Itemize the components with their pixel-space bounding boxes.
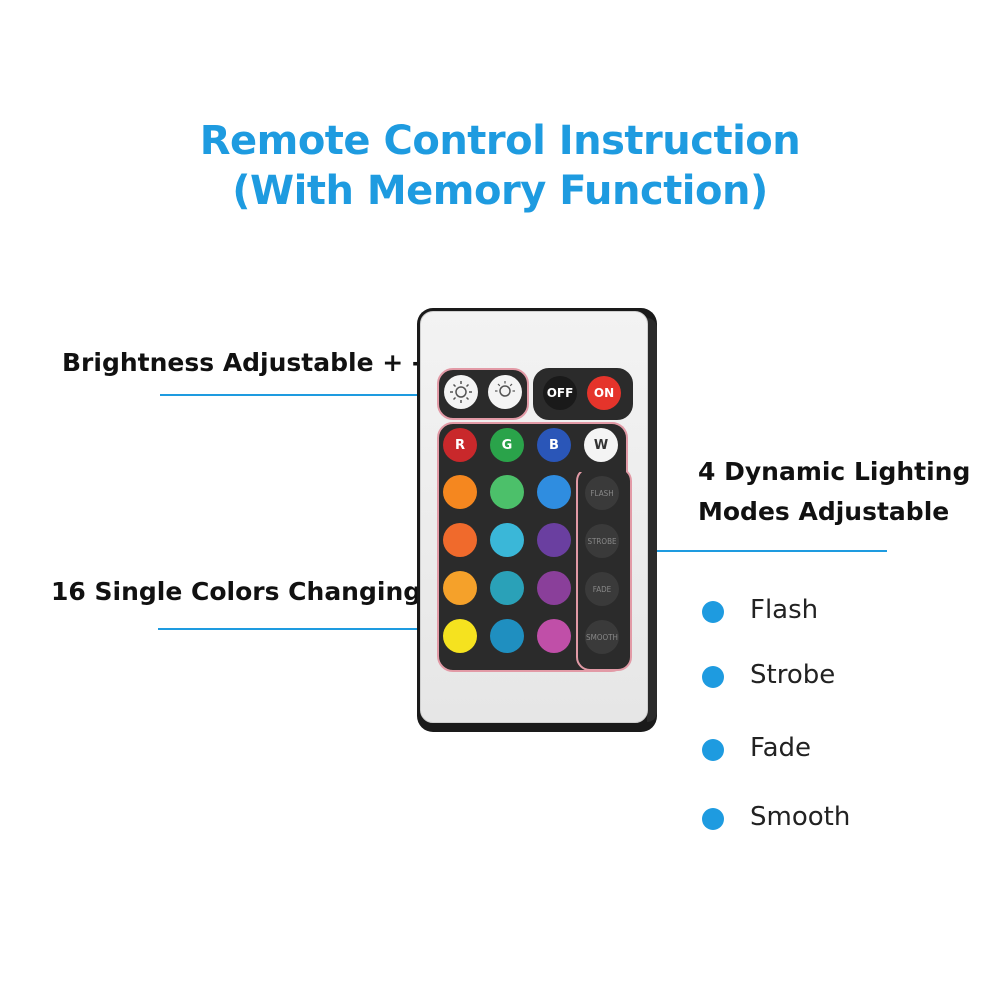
modes-callout-line <box>612 550 887 552</box>
bullet-icon <box>702 601 724 623</box>
color-button <box>443 571 477 605</box>
colors-callout-line <box>158 628 430 630</box>
color-button <box>490 523 524 557</box>
color-button <box>537 619 571 653</box>
white-button: W <box>584 428 618 462</box>
power-button-group: OFF ON <box>533 368 633 420</box>
color-button <box>443 523 477 557</box>
brightness-down-button <box>488 375 522 409</box>
color-button <box>443 475 477 509</box>
color-button <box>490 619 524 653</box>
remote-face: OFF ON R G B W FLASH STROBE FADE SMOOTH <box>420 311 648 723</box>
bullet-icon <box>702 666 724 688</box>
mode-text: Strobe <box>750 660 836 690</box>
smooth-button: SMOOTH <box>585 620 619 654</box>
brightness-callout-line <box>160 394 432 396</box>
mode-text: Fade <box>750 733 812 763</box>
bullet-icon <box>702 808 724 830</box>
remote-side <box>647 318 657 722</box>
title-line-1: Remote Control Instruction <box>199 118 801 164</box>
mode-text: Smooth <box>750 802 851 832</box>
flash-button: FLASH <box>585 476 619 510</box>
remote-control: OFF ON R G B W FLASH STROBE FADE SMOOTH <box>417 308 657 732</box>
strobe-button: STROBE <box>585 524 619 558</box>
brightness-up-button <box>444 375 478 409</box>
bullet-icon <box>702 739 724 761</box>
color-button <box>490 475 524 509</box>
modes-label-line-2: Modes Adjustable <box>698 497 950 526</box>
sun-icon <box>495 381 515 397</box>
blue-button: B <box>537 428 571 462</box>
color-button <box>443 619 477 653</box>
color-button <box>537 571 571 605</box>
off-button: OFF <box>543 376 577 410</box>
mode-text: Flash <box>750 595 819 625</box>
brightness-label: Brightness Adjustable + - <box>62 348 423 377</box>
colors-label: 16 Single Colors Changing <box>51 577 422 606</box>
title-line-2: (With Memory Function) <box>232 168 768 214</box>
fade-button: FADE <box>585 572 619 606</box>
color-button <box>537 475 571 509</box>
brightness-button-group <box>437 368 529 420</box>
color-button <box>490 571 524 605</box>
sun-icon <box>450 381 472 403</box>
green-button: G <box>490 428 524 462</box>
modes-label-line-1: 4 Dynamic Lighting <box>698 457 971 486</box>
red-button: R <box>443 428 477 462</box>
color-button <box>537 523 571 557</box>
on-button: ON <box>587 376 621 410</box>
